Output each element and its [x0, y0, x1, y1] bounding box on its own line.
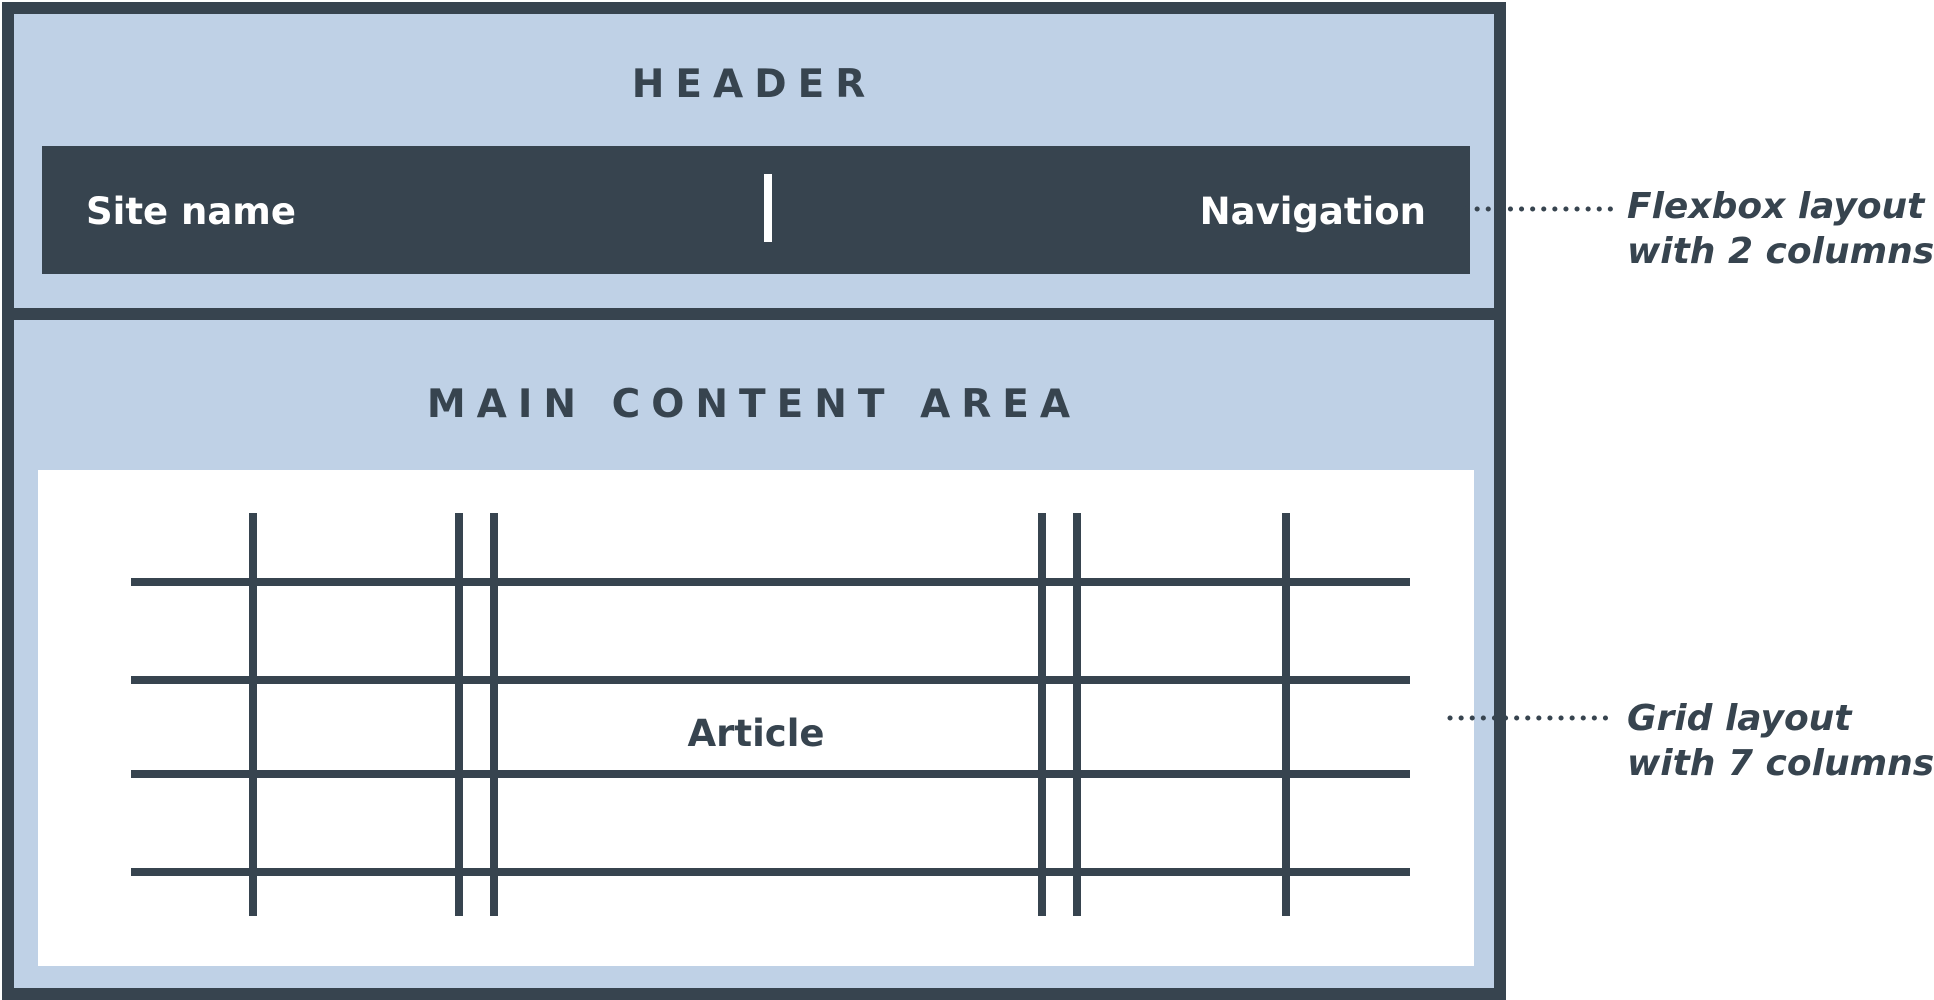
grid-callout-line-2: with 7 columns — [1627, 743, 1934, 784]
flexbox-callout-line-1: Flexbox layout — [1627, 186, 1925, 227]
site-name-label: Site name — [86, 190, 296, 233]
navigation-label: Navigation — [1199, 190, 1426, 233]
main-content-section: MAIN CONTENT AREA Article — [2, 308, 1506, 1000]
grid-callout: Grid layout with 7 columns — [1627, 696, 1934, 786]
article-grid-area: Article — [38, 470, 1474, 966]
main-content-title: MAIN CONTENT AREA — [426, 382, 1082, 427]
header-flex-bar: Site name Navigation — [42, 146, 1470, 274]
flexbox-callout: Flexbox layout with 2 columns — [1627, 184, 1934, 274]
grid-lines — [131, 513, 1410, 916]
grid-callout-line-1: Grid layout — [1627, 698, 1852, 739]
flex-column-divider — [764, 174, 772, 242]
article-label: Article — [687, 712, 825, 755]
flexbox-callout-line-2: with 2 columns — [1627, 231, 1934, 272]
header-title: HEADER — [631, 62, 877, 107]
header-section: HEADER Site name Navigation — [2, 2, 1506, 320]
